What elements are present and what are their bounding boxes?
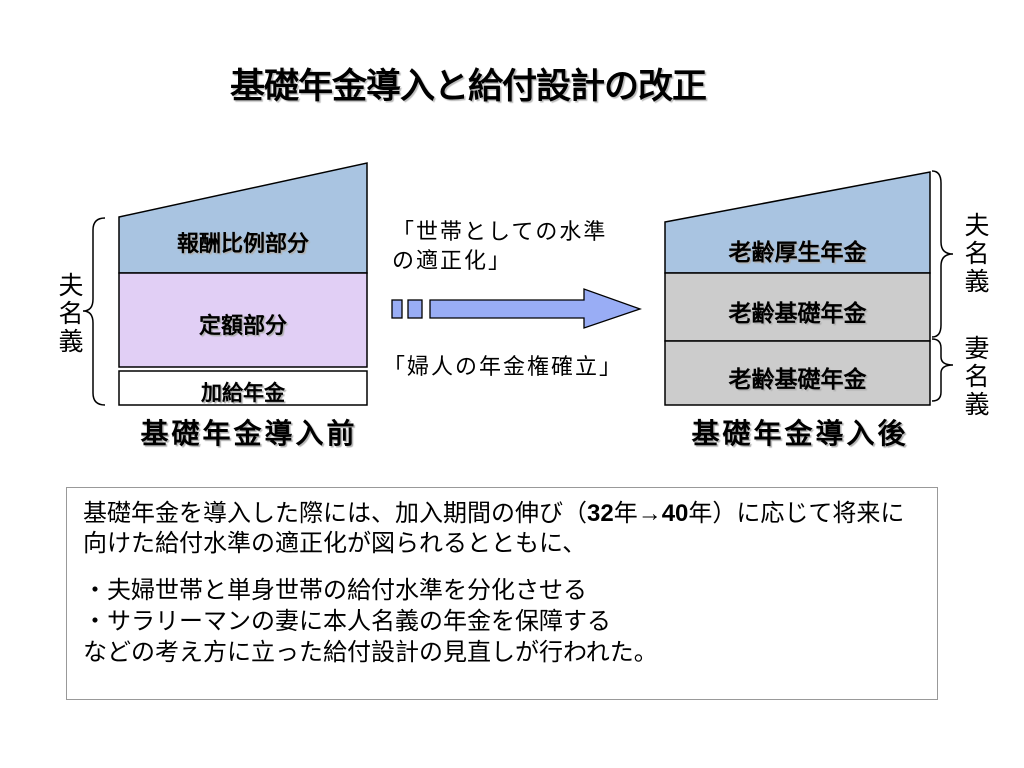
after-layer-employees-label: 老齢厚生年金 [728,239,867,265]
basic-pension-husband-shape [664,272,931,342]
before-layer-earnings-label: 報酬比例部分 [176,231,309,256]
text-segment: 40 [661,500,689,527]
before-diagram [118,162,368,406]
note-paragraph: ・サラリーマンの妻に本人名義の年金を保障する [83,606,913,637]
page-title: 基礎年金導入と給付設計の改正 [230,67,707,106]
lower-quote: 「婦人の年金権確立」 [383,354,624,379]
text-segment: 32 [587,500,614,527]
after-caption: 基礎年金導入後 [691,418,909,449]
transition-arrow [391,288,642,329]
additional-pension-shape [118,370,368,406]
arrow-body [429,288,642,329]
after-layer-basic1-label: 老齢基礎年金 [728,300,867,326]
note-paragraph: などの考え方に立った給付設計の見直しが行われた。 [83,637,913,668]
text-segment: などの考え方に立った給付設計の見直しが行われた。 [83,639,658,666]
upper-quote: 「世帯としての水準 の適正化」 [392,219,608,273]
text-segment: 基礎年金を導入した際には、加入期間の伸び（ [83,500,587,527]
after-layer-basic2-label: 老齢基礎年金 [728,366,867,392]
text-segment: 年）に応じて将来に向けた給付水準の適正化が図られるとともに、 [83,500,905,557]
before-husband-brace [82,217,106,406]
curly-brace [82,217,106,406]
husband-brace [931,170,954,338]
arrow-dash-2 [407,299,423,319]
flat-rate-shape [118,272,368,368]
before-layer-additional-label: 加給年金 [201,382,285,405]
basic-pension-wife-shape [664,340,931,406]
after-braces [931,170,954,402]
note-paragraph: 基礎年金を導入した際には、加入期間の伸び（32年→40年）に応じて将来に向けた給… [83,499,913,559]
wife-brace [931,338,954,402]
before-layer-flat-label: 定額部分 [198,313,287,338]
before-caption: 基礎年金導入前 [140,418,358,449]
note-box: 基礎年金を導入した際には、加入期間の伸び（32年→40年）に応じて将来に向けた給… [66,487,938,700]
text-segment: → [637,500,662,527]
text-segment: ・夫婦世帯と単身世帯の給付水準を分化させる [83,577,587,604]
text-segment: 年 [613,500,638,527]
before-owner-label: 夫名義 [55,272,83,356]
text-segment: ・サラリーマンの妻に本人名義の年金を保障する [83,608,611,635]
after-husband-label: 夫名義 [961,212,989,296]
note-text: 基礎年金を導入した際には、加入期間の伸び（32年→40年）に応じて将来に向けた給… [83,499,913,668]
after-wife-label: 妻名義 [961,335,989,419]
arrow-dash-1 [391,299,403,319]
after-diagram [664,171,931,406]
note-paragraph: ・夫婦世帯と単身世帯の給付水準を分化させる [83,575,913,606]
